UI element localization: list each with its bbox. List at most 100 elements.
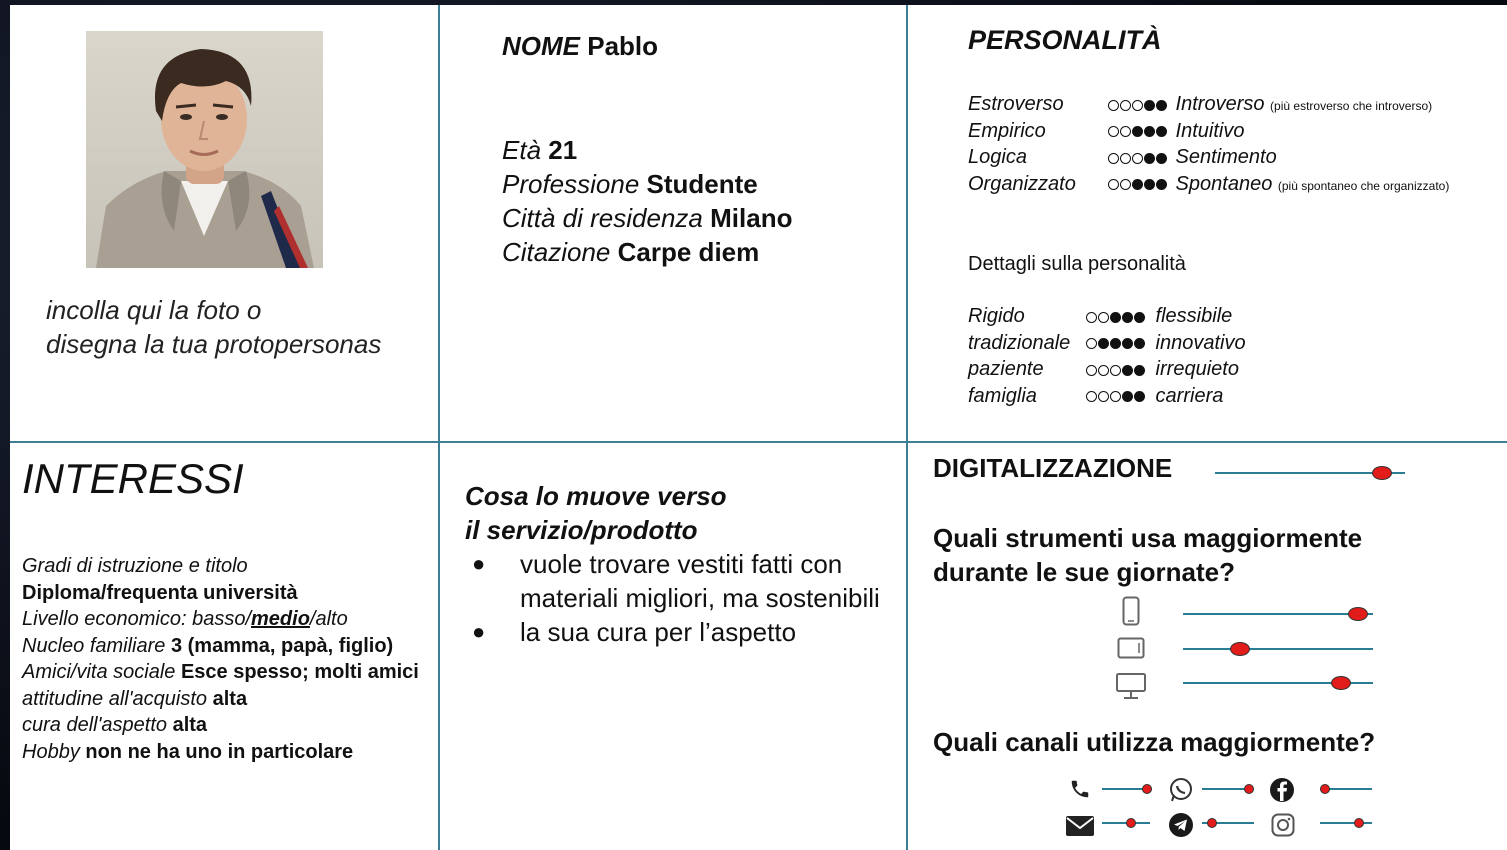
photo-caption: incolla qui la foto o disegna la tua pro…	[46, 293, 381, 361]
trait-row: Estroverso Introverso (più estroverso ch…	[968, 91, 1432, 119]
age-row: Età 21	[502, 133, 792, 167]
economic-row: Livello economico: basso/medio/alto	[22, 606, 432, 633]
family-label: Nucleo familiare	[22, 634, 166, 657]
scale-dot-filled	[1156, 126, 1167, 138]
divider-horizontal	[10, 441, 1507, 443]
whatsapp-usage-slider-knob[interactable]	[1243, 784, 1254, 794]
telegram-usage-slider[interactable]	[1202, 818, 1254, 828]
telegram-usage-slider-knob[interactable]	[1207, 818, 1218, 828]
detail-scale	[1086, 330, 1150, 356]
facebook-usage-slider-knob[interactable]	[1320, 784, 1331, 794]
trait-left-label: Empirico	[968, 119, 1046, 142]
scale-dot-filled	[1122, 364, 1133, 376]
scale-dot-empty	[1108, 99, 1119, 111]
detail-left-label: tradizionale	[968, 331, 1071, 354]
hobby-row: Hobby non ne ha uno in particolare	[22, 739, 432, 766]
scale-dot-empty	[1132, 152, 1143, 164]
social-row: Amici/vita sociale Esce spesso; molti am…	[22, 659, 432, 686]
trait-row: Logica Sentimento	[968, 144, 1277, 171]
trait-right-label: Spontaneo	[1170, 172, 1278, 195]
social-value: Esce spesso; molti amici	[180, 661, 419, 683]
scale-dot-filled	[1122, 311, 1133, 323]
phone-usage-slider-knob[interactable]	[1142, 784, 1152, 794]
scale-dot-filled	[1156, 152, 1167, 164]
trait-right-label: Intuitivo	[1170, 119, 1245, 142]
hobby-label: Hobby	[22, 740, 80, 763]
trait-scale	[1108, 145, 1170, 171]
facebook-usage-slider[interactable]	[1320, 784, 1372, 794]
motivation-title-line-2: il servizio/prodotto	[465, 515, 698, 545]
instagram-usage-slider-knob[interactable]	[1354, 818, 1364, 828]
identity-info: Età 21 Professione Studente Città di res…	[502, 133, 792, 269]
scale-dot-filled	[1110, 311, 1121, 323]
trait-scale	[1108, 92, 1170, 118]
trait-right-label: Introverso	[1170, 93, 1271, 115]
economic-selected: medio	[251, 608, 310, 630]
scale-dot-empty	[1086, 364, 1097, 376]
motivation-item: vuole trovare vestiti fatti con material…	[472, 547, 892, 615]
trait-right-label: Sentimento	[1170, 146, 1277, 168]
economic-label: Livello economico: basso/	[22, 608, 252, 630]
detail-right-label: flessibile	[1150, 305, 1233, 327]
smartphone-usage-slider[interactable]	[1183, 607, 1373, 621]
scale-dot-empty	[1086, 311, 1097, 323]
trait-left-label: Estroverso	[968, 93, 1064, 115]
name-label: NOME	[502, 31, 580, 61]
detail-right-label: innovativo	[1150, 331, 1246, 354]
city-value: Milano	[710, 203, 793, 233]
smartphone-usage-slider-knob[interactable]	[1347, 607, 1368, 621]
age-value: 21	[548, 135, 578, 165]
email-usage-slider-knob[interactable]	[1125, 818, 1136, 828]
scale-dot-filled	[1156, 99, 1167, 111]
scale-dot-empty	[1098, 364, 1109, 376]
city-row: Città di residenza Milano	[502, 201, 792, 235]
motivation-title: Cosa lo muove verso il servizio/prodotto	[465, 479, 727, 547]
family-row: Nucleo familiare 3 (mamma, papà, figlio)	[22, 633, 432, 660]
scale-dot-filled	[1098, 338, 1109, 350]
scale-dot-empty	[1120, 126, 1131, 138]
whatsapp-usage-slider[interactable]	[1202, 784, 1254, 794]
scale-dot-empty	[1086, 338, 1097, 350]
detail-row: paziente irrequieto	[968, 356, 1239, 383]
scale-dot-filled	[1144, 126, 1155, 138]
devices-question-line-1: Quali strumenti usa maggiormente	[933, 523, 1363, 553]
personality-title: PERSONALITÀ	[968, 25, 1162, 55]
scale-dot-filled	[1156, 179, 1167, 191]
desktop-usage-slider-knob[interactable]	[1330, 676, 1351, 690]
trait-left-label: Logica	[968, 146, 1027, 168]
scale-dot-filled	[1122, 391, 1133, 403]
whatsapp-icon	[1167, 776, 1195, 804]
name-row: NOME Pablo	[502, 31, 658, 62]
detail-left-label: paziente	[968, 358, 1044, 380]
digitalization-slider-knob[interactable]	[1372, 466, 1393, 480]
email-usage-slider[interactable]	[1102, 818, 1150, 828]
digitalization-slider[interactable]	[1215, 466, 1405, 480]
instagram-usage-slider[interactable]	[1320, 818, 1372, 828]
quote-value: Carpe diem	[617, 237, 760, 267]
email-icon	[1065, 813, 1095, 839]
detail-row: tradizionale innovativo	[968, 330, 1246, 357]
scale-dot-filled	[1122, 338, 1133, 350]
shopping-value: alta	[212, 687, 248, 710]
scale-dot-filled	[1134, 338, 1145, 350]
quote-row: Citazione Carpe diem	[502, 235, 792, 269]
scale-dot-empty	[1110, 364, 1121, 376]
detail-left-label: famiglia	[968, 384, 1037, 407]
persona-sheet: incolla qui la foto o disegna la tua pro…	[10, 5, 1507, 850]
smartphone-icon	[1118, 595, 1144, 627]
scale-dot-empty	[1132, 99, 1143, 111]
scale-dot-filled	[1144, 99, 1155, 111]
hobby-value: non ne ha uno in particolare	[85, 740, 354, 763]
desktop-usage-slider[interactable]	[1183, 676, 1373, 690]
scale-dot-empty	[1108, 152, 1119, 164]
divider-vertical-1	[438, 5, 440, 850]
tablet-usage-slider-knob[interactable]	[1230, 642, 1250, 656]
motivation-item: la sua cura per l’aspetto	[472, 615, 892, 649]
scale-dot-filled	[1134, 391, 1145, 403]
detail-row: famiglia carriera	[968, 383, 1223, 410]
devices-question-line-2: durante le sue giornate?	[933, 557, 1235, 587]
scale-dot-filled	[1144, 179, 1155, 191]
facebook-icon	[1268, 776, 1296, 804]
phone-usage-slider[interactable]	[1102, 784, 1152, 794]
tablet-usage-slider[interactable]	[1183, 642, 1373, 656]
